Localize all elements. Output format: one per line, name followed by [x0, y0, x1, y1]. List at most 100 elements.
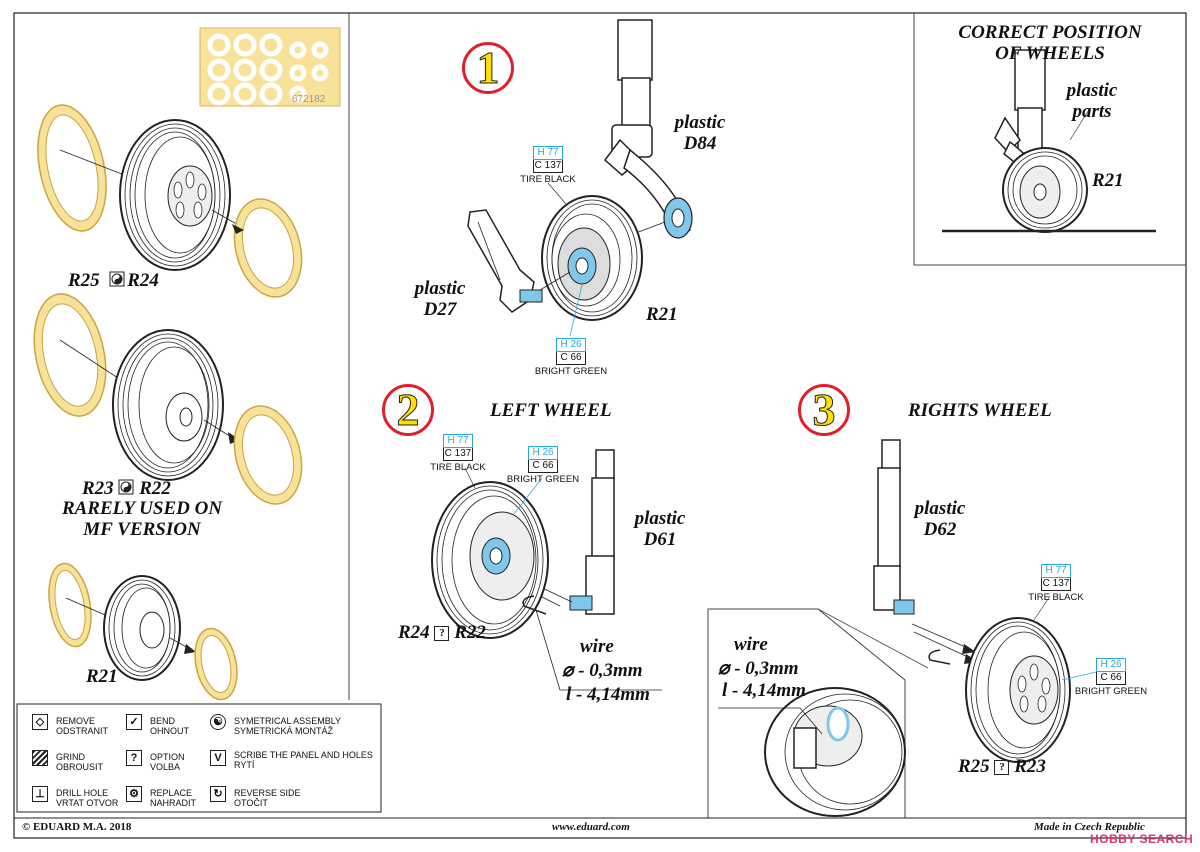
inset-plastic-1: plastic — [1066, 80, 1118, 101]
watermark: HOBBY SEARCH — [1090, 832, 1194, 846]
step2-paint-tire: H 77 C 137 TIRE BLACK — [418, 434, 498, 474]
paint-bright-green: BRIGHT GREEN — [534, 366, 608, 377]
legend-drill-1: DRILL HOLE — [56, 788, 109, 798]
plastic-d61-1: plastic — [634, 508, 686, 529]
rarely-line-1: RARELY USED ON — [61, 498, 223, 519]
legend-replace-1: REPLACE — [150, 788, 193, 798]
symmetrical-symbols — [109, 271, 134, 495]
label-r21-left: R21 — [86, 666, 118, 687]
photo-etch-fret — [199, 27, 341, 107]
legend-reverse-2: OTOČIT — [234, 798, 268, 808]
label-r24-r22: R24 ? R22 — [398, 622, 486, 643]
paint-tire-black-2: TIRE BLACK — [430, 462, 486, 473]
inset-title-1: CORRECT POSITION — [958, 22, 1142, 43]
paint-c66-2: C 66 — [528, 460, 558, 473]
legend-bend-2: OHNOUT — [150, 726, 189, 736]
paint-c66-3: C 66 — [1096, 672, 1126, 685]
step1-paint-tire: H 77 C 137 TIRE BLACK — [508, 146, 588, 186]
step3-paint-green: H 26 C 66 BRIGHT GREEN — [1066, 658, 1156, 698]
step2-paint-green: H 26 C 66 BRIGHT GREEN — [498, 446, 588, 486]
footer-made-in: Made in Czech Republic — [1034, 821, 1145, 833]
inset-drawing — [942, 49, 1156, 233]
inset-plastic-2: parts — [1072, 101, 1112, 122]
part-r22-step2: R22 — [454, 622, 486, 643]
legend-sym-1: SYMETRICAL ASSEMBLY — [234, 716, 342, 726]
inset-r21: R21 — [1092, 170, 1124, 191]
step3-wire-length: l - 4,14mm — [722, 680, 806, 701]
step3-drawing — [718, 439, 1097, 817]
step2-wire: wire — [580, 636, 614, 657]
paint-h77-2: H 77 — [443, 434, 473, 448]
step1-number: 1 — [462, 42, 514, 94]
legend-grind-2: OBROUSIT — [56, 762, 104, 772]
paint-h77-3: H 77 — [1041, 564, 1071, 578]
label-plastic-d61: plastic D61 — [620, 508, 700, 550]
part-r24: R24 — [127, 270, 159, 291]
step2-wire-length: l - 4,14mm — [566, 684, 650, 705]
inset-title: CORRECT POSITION OF WHEELS — [930, 22, 1170, 64]
step1-paint-green: H 26 C 66 BRIGHT GREEN — [526, 338, 616, 378]
legend-option-2: VOLBA — [150, 762, 181, 772]
step3-wire: wire — [734, 634, 768, 655]
legend-scribe-2: RYTÍ — [234, 760, 255, 770]
paint-bright-green-2: BRIGHT GREEN — [506, 474, 580, 485]
drill-icon: ⊥ — [32, 786, 48, 802]
paint-c66: C 66 — [556, 352, 586, 365]
plastic-d27-2: D27 — [423, 299, 457, 320]
label-plastic-d84: plastic D84 — [660, 112, 740, 154]
plastic-d84-2: D84 — [683, 133, 717, 154]
label-r25-r23: R25 ? R23 — [958, 756, 1046, 777]
label-r25-r24: R25 R24 — [68, 270, 159, 291]
legend-grind-1: GRIND — [56, 752, 85, 762]
option-box-step2: ? — [434, 626, 450, 642]
label-plastic-d62: plastic D62 — [900, 498, 980, 540]
part-r22: R22 — [139, 478, 171, 499]
paint-tire-black: TIRE BLACK — [520, 174, 576, 185]
part-r23: R23 — [82, 478, 114, 499]
label-r21-step1: R21 — [646, 304, 678, 325]
part-r24-step2: R24 — [398, 622, 430, 643]
paint-tire-black-3: TIRE BLACK — [1028, 592, 1084, 603]
wheel-r23-r22-drawing — [33, 293, 303, 505]
step2-number: 2 — [382, 384, 434, 436]
paint-h77: H 77 — [533, 146, 563, 160]
wheel-r25-r24-drawing — [37, 104, 303, 298]
rarely-line-2: MF VERSION — [83, 519, 201, 540]
paint-h26: H 26 — [556, 338, 586, 352]
legend-option-1: OPTION — [150, 752, 185, 762]
paint-c137-2: C 137 — [443, 448, 473, 461]
inset-title-2: OF WHEELS — [995, 43, 1105, 64]
bend-icon: ✓ — [126, 714, 142, 730]
legend-reverse-1: REVERSE SIDE — [234, 788, 301, 798]
part-r25: R25 — [68, 270, 100, 291]
plastic-d27-1: plastic — [414, 278, 466, 299]
step2-drawing — [431, 449, 662, 691]
legend-scribe-1: SCRIBE THE PANEL AND HOLES — [234, 750, 373, 760]
grind-icon — [32, 750, 48, 766]
reverse-icon: ↻ — [210, 786, 226, 802]
paint-bright-green-3: BRIGHT GREEN — [1074, 686, 1148, 697]
plastic-d61-2: D61 — [643, 529, 677, 550]
plastic-d84-1: plastic — [674, 112, 726, 133]
step2-title: LEFT WHEEL — [490, 400, 612, 421]
step3-title: RIGHTS WHEEL — [908, 400, 1052, 421]
symmetrical-icon: ☯ — [210, 714, 226, 730]
step3-wire-diameter: ⌀ - 0,3mm — [718, 658, 799, 679]
scribe-icon: V — [210, 750, 226, 766]
plastic-d62-1: plastic — [914, 498, 966, 519]
plastic-d62-2: D62 — [923, 519, 957, 540]
inset-plastic-parts: plastic parts — [1052, 80, 1132, 122]
legend-remove-1: REMOVE — [56, 716, 96, 726]
paint-c137: C 137 — [533, 160, 563, 173]
legend-sym-2: SYMETRICKÁ MONTÁŽ — [234, 726, 334, 736]
option-icon: ? — [126, 750, 142, 766]
paint-c137-3: C 137 — [1041, 578, 1071, 591]
wheel-r21-drawing — [48, 562, 238, 701]
part-r25-step3: R25 — [958, 756, 990, 777]
label-r23-r22: R23 R22 — [82, 478, 171, 499]
step2-wire-diameter: ⌀ - 0,3mm — [562, 660, 643, 681]
legend-drill-2: VRTAT OTVOR — [56, 798, 119, 808]
fret-number: 672182 — [292, 94, 326, 105]
replace-icon: ⚙ — [126, 786, 142, 802]
legend-remove-2: ODSTRANIT — [56, 726, 109, 736]
